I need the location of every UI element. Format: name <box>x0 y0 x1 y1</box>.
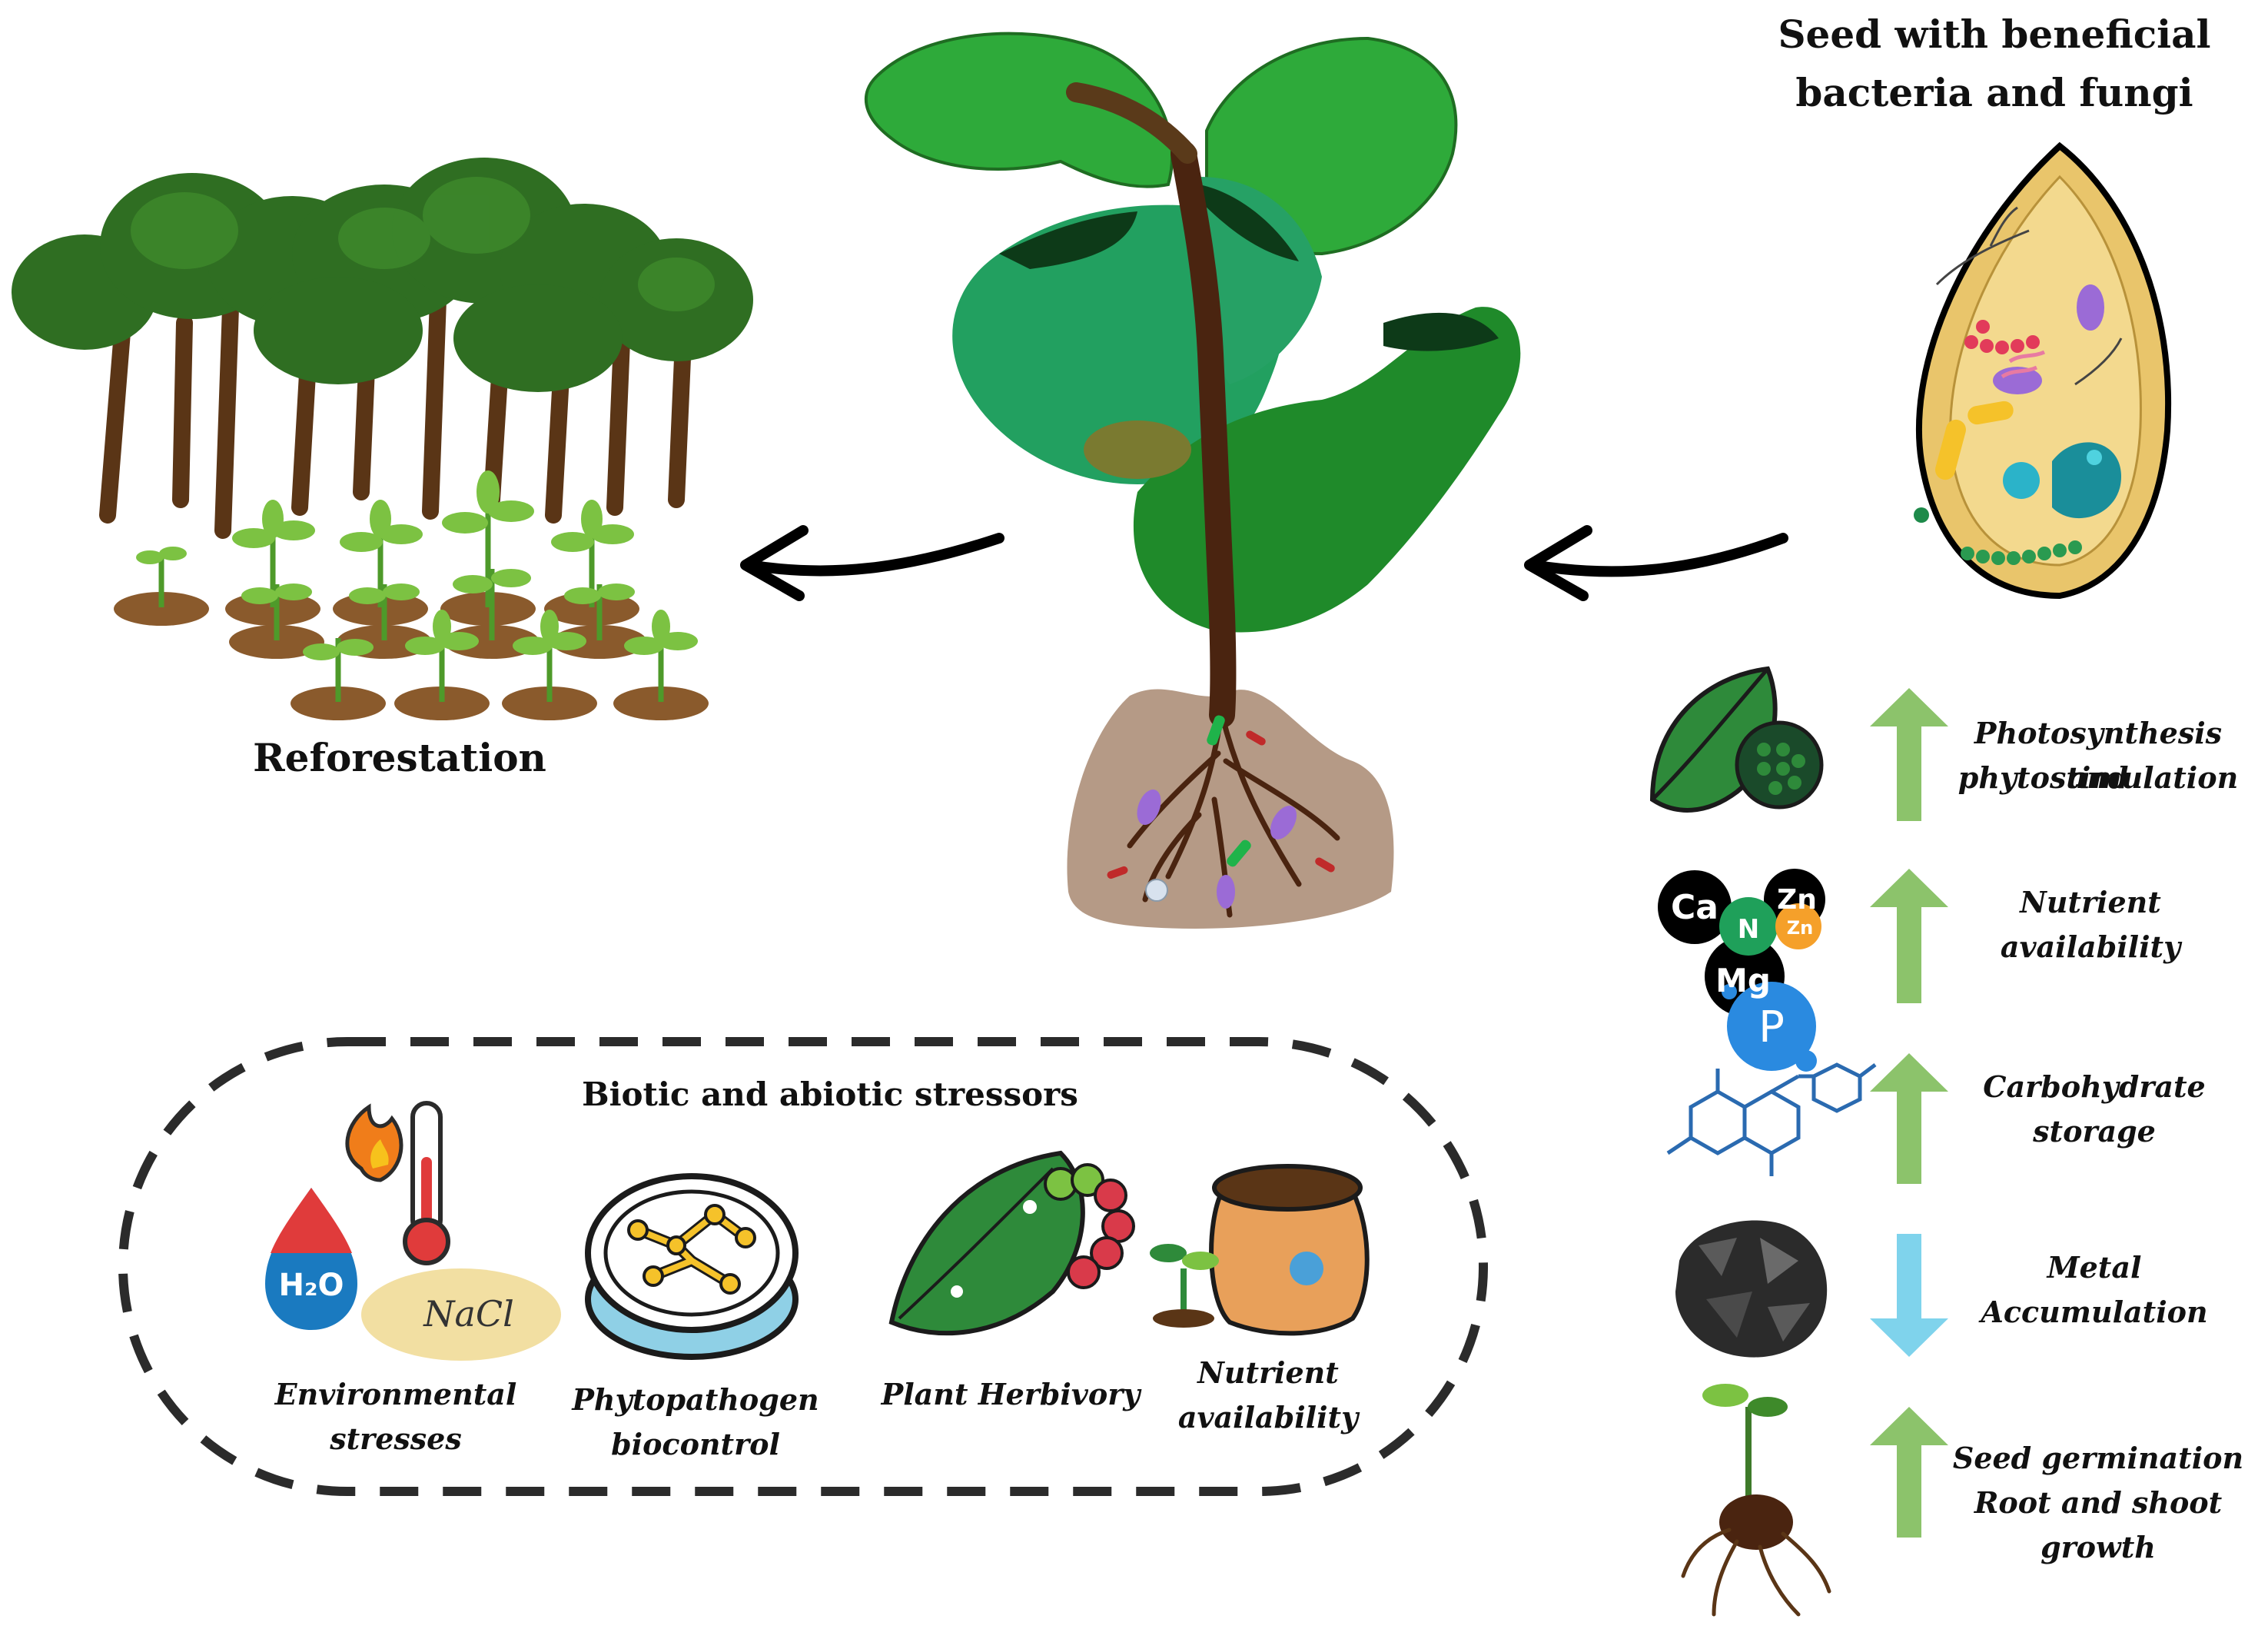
soil-microbes <box>1107 715 1335 909</box>
forest-canopy-highlights <box>131 177 715 311</box>
seedling-mounds <box>114 470 709 720</box>
stressor-phytopathogen-line-2: biocontrol <box>611 1427 780 1461</box>
stressor-herbivory-label: Plant Herbivory <box>881 1377 1141 1411</box>
stressor-phytopathogen-line-1: Phytopathogen <box>572 1382 819 1417</box>
salt-pile-icon <box>361 1268 561 1361</box>
leaf-chloroplast-icon <box>1649 666 1824 813</box>
stressor-nutrient-line-1: Nutrient <box>1197 1355 1339 1390</box>
nacl-label: NaCl <box>423 1293 514 1335</box>
effect-photosynthesis-line-2: phytostimulation <box>1958 760 2239 795</box>
element-n: N <box>1738 914 1759 945</box>
effect-carbohydrate-line-1: Carbohydrate <box>1983 1069 2206 1104</box>
h2o-label: H₂O <box>279 1268 344 1303</box>
soil-mound <box>1067 689 1394 929</box>
germinating-seed-icon <box>1681 1384 1831 1617</box>
arrow-nutrient-up <box>1870 869 1948 1003</box>
element-p: P <box>1758 1002 1785 1052</box>
petri-dish-icon <box>585 1173 799 1360</box>
seed-title-line-2: bacteria and fungi <box>1795 70 2193 115</box>
stressor-environmental-line-2: stresses <box>330 1421 462 1456</box>
effect-germination-line-2: Root and shoot growth <box>1974 1485 2223 1564</box>
caterpillar-icon <box>1044 1163 1135 1289</box>
reforestation-illustration <box>12 158 753 720</box>
stressor-environmental-line-1: Environmental <box>274 1377 517 1411</box>
nutrient-elements-icon <box>1658 869 1825 1072</box>
central-plant <box>865 32 1521 929</box>
arrow-photosynthesis-up <box>1870 688 1948 821</box>
dark-leaf-accent-1 <box>999 211 1137 269</box>
stressors-title: Biotic and abiotic stressors <box>582 1075 1078 1113</box>
effect-germination-line-1: Seed germination <box>1952 1441 2244 1475</box>
arrow-from-seed <box>1524 525 1788 601</box>
element-ca: Ca <box>1671 888 1718 927</box>
leaf-node <box>1084 421 1191 479</box>
seed-title-line-1: Seed with beneficial <box>1778 12 2211 57</box>
arrow-germination-up <box>1870 1407 1948 1538</box>
stressors-dashed-border <box>118 1037 1488 1496</box>
stressor-nutrient-line-2: availability <box>1177 1400 1359 1435</box>
plant-tip <box>1066 82 1197 164</box>
seed-microbes <box>1914 206 2123 565</box>
forest-canopies <box>12 158 753 392</box>
nutrient-sack-icon <box>1150 1164 1370 1336</box>
dark-leaf-accent-3 <box>1383 312 1499 351</box>
arrow-to-reforestation <box>740 525 1004 601</box>
environmental-stress-icon <box>265 1101 561 1361</box>
element-mg: Mg <box>1715 962 1771 999</box>
fire-icon <box>345 1103 403 1182</box>
carbohydrate-molecule-icon <box>1666 1062 1877 1176</box>
top-left-leaf <box>865 32 1174 188</box>
effect-nutrient-line-1: Nutrient <box>2020 885 2161 919</box>
effect-photosynthesis-line-1: Photosynthesis and <box>1974 716 2223 795</box>
dark-leaf-accent-2 <box>1199 185 1299 261</box>
effect-metal-line-1: Metal <box>2047 1250 2142 1285</box>
middle-right-leaf <box>1199 177 1322 384</box>
plant-stem <box>1171 141 1237 728</box>
reforestation-label: Reforestation <box>253 735 546 780</box>
herbivory-icon <box>888 1150 1135 1336</box>
effect-metal-line-2: Accumulation <box>1981 1295 2208 1329</box>
arrow-carbohydrate-up <box>1870 1053 1948 1184</box>
element-zn-1: Zn <box>1777 884 1817 916</box>
effect-carbohydrate-line-2: storage <box>2033 1114 2156 1149</box>
element-zn-2: Zn <box>1787 917 1814 939</box>
seed-illustration <box>1914 141 2171 600</box>
herbivory-leaf-icon <box>888 1150 1085 1336</box>
effect-nutrient-line-2: availability <box>2000 929 2181 964</box>
metal-rock-icon <box>1675 1220 1828 1358</box>
arrow-metal-down <box>1870 1234 1948 1357</box>
